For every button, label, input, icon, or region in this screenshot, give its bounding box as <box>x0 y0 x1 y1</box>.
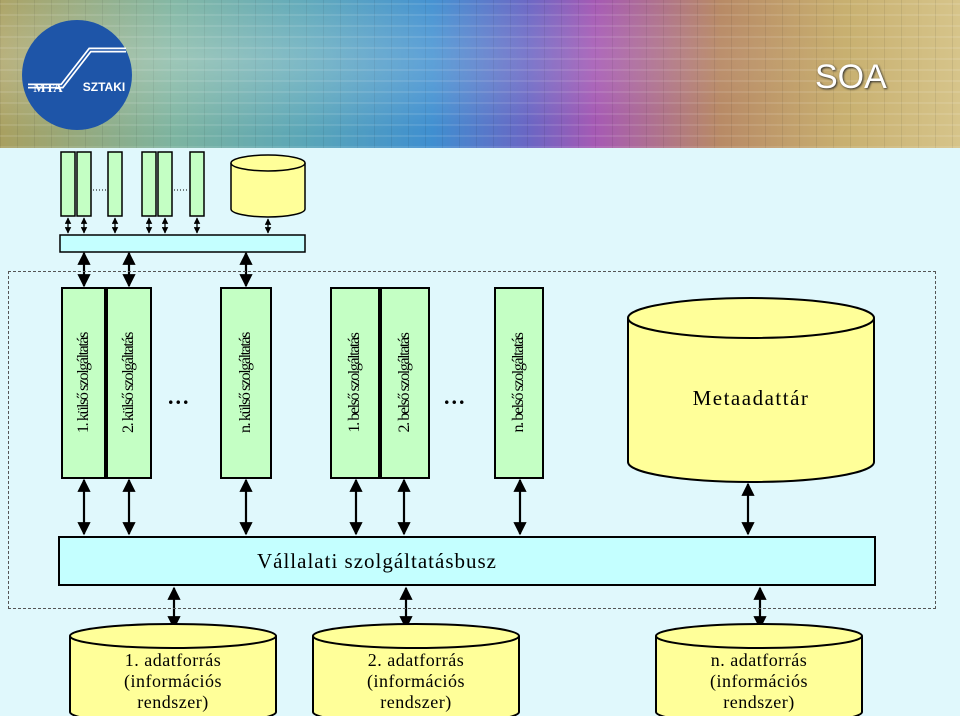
data-source-cylinder-top <box>312 623 520 649</box>
external-system-column <box>189 151 205 217</box>
external-database-icon <box>230 154 306 218</box>
enterprise-boundary <box>8 271 936 609</box>
data-source-cylinder <box>312 636 520 716</box>
mta-sztaki-logo: MTA SZTAKI <box>22 20 132 130</box>
data-source-subtitle: rendszer) <box>380 692 452 712</box>
external-system-column <box>157 151 173 217</box>
logo-sztaki-text: SZTAKI <box>82 80 126 94</box>
external-system-column <box>76 151 92 217</box>
data-source-cylinder-top <box>69 623 277 649</box>
external-service-label: 2. külső szolgáltatás <box>120 333 137 433</box>
logo-wave-icon <box>28 47 126 89</box>
data-source-n-label: n. adatforrás (információs rendszer) <box>656 650 862 713</box>
internal-service-label: 2. belső szolgáltatás <box>396 333 413 433</box>
external-service-1: 1. külső szolgáltatás <box>61 287 106 479</box>
header-banner: MTA SZTAKI SOA <box>0 0 960 148</box>
metadata-store-label: Metaadattár <box>692 386 810 410</box>
internal-service-label: n. belső szolgáltatás <box>510 333 527 433</box>
ellipsis: ... <box>168 384 191 409</box>
data-source-cylinders <box>69 623 863 716</box>
external-system-column <box>107 151 123 217</box>
data-source-2-label: 2. adatforrás (információs rendszer) <box>313 650 519 713</box>
external-connector-bar <box>59 234 306 253</box>
banner-highlight <box>0 0 960 148</box>
data-source-title: n. adatforrás <box>710 650 808 670</box>
ellipsis: ... <box>444 384 467 409</box>
data-source-subtitle: (információs <box>710 671 808 691</box>
external-service-n: n. külső szolgáltatás <box>220 287 272 479</box>
data-source-subtitle: rendszer) <box>137 692 209 712</box>
data-source-cylinder <box>655 636 863 716</box>
metadata-store-cylinder <box>627 297 875 483</box>
internal-service-2: 2. belső szolgáltatás <box>380 287 430 479</box>
data-source-subtitle: rendszer) <box>723 692 795 712</box>
enterprise-service-bus: Vállalati szolgáltatásbusz <box>58 536 876 586</box>
internal-service-1: 1. belső szolgáltatás <box>330 287 380 479</box>
circuit-board-background <box>0 0 960 148</box>
data-source-cylinder-top <box>655 623 863 649</box>
external-system-columns <box>60 151 205 217</box>
external-service-label: 1. külső szolgáltatás <box>74 333 92 433</box>
data-source-title: 1. adatforrás <box>124 650 222 670</box>
data-source-cylinder <box>69 636 277 716</box>
service-to-bus-arrows <box>77 478 755 536</box>
slide-title: SOA <box>815 58 887 96</box>
external-service-label: n. külső szolgáltatás <box>237 333 254 433</box>
external-service-2: 2. külső szolgáltatás <box>106 287 152 479</box>
data-source-subtitle: (információs <box>367 671 465 691</box>
data-source-1-label: 1. adatforrás (információs rendszer) <box>70 650 276 713</box>
external-system-column <box>141 151 157 217</box>
data-source-subtitle: (információs <box>124 671 222 691</box>
top-small-arrows <box>64 217 272 234</box>
logo-mta-text: MTA <box>33 80 63 95</box>
internal-service-n: n. belső szolgáltatás <box>494 287 544 479</box>
external-system-column <box>60 151 76 217</box>
bar-to-service-arrows <box>77 251 253 288</box>
data-source-title: 2. adatforrás <box>367 650 465 670</box>
internal-service-label: 1. belső szolgáltatás <box>346 333 363 433</box>
service-bus-label: Vállalati szolgáltatásbusz <box>256 548 497 573</box>
